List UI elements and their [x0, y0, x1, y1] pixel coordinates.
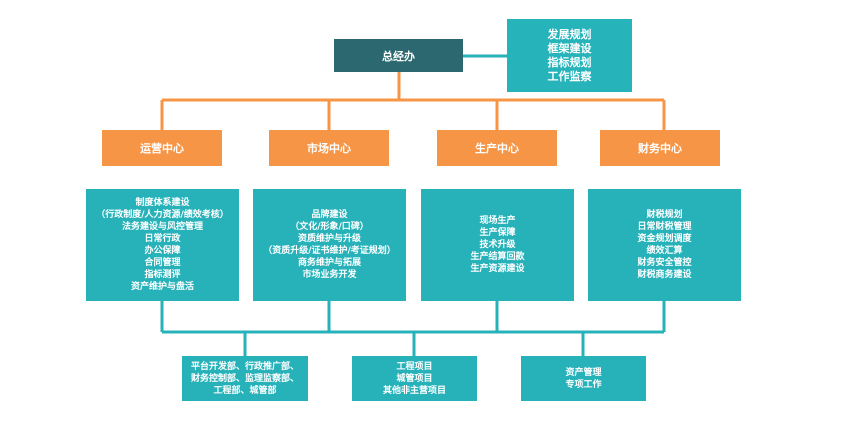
side-item: 发展规划: [547, 27, 592, 41]
bottom-item: 工程部、城管部: [213, 385, 277, 396]
detail-box-market: 品牌建设 （文化/形象/口碑） 资质维护与升级 （资质升级/证书维护/考证规划）…: [253, 189, 406, 301]
detail-item: （文化/形象/口碑）: [290, 222, 369, 232]
detail-item: 资产维护与盘活: [130, 282, 194, 292]
center-node-production: 生产中心: [437, 130, 557, 166]
center-node-finance: 财务中心: [600, 130, 720, 166]
detail-item: 技术升级: [479, 240, 516, 250]
detail-item: 生产资源建设: [470, 264, 525, 274]
detail-item: 法务建设与风控管理: [121, 222, 203, 232]
side-item: 工作监察: [547, 69, 592, 83]
bottom-box-projects: 工程项目 城管项目 其他非主营项目: [352, 356, 477, 401]
side-item: 框架建设: [547, 41, 592, 55]
detail-item: 日常行政: [144, 234, 181, 244]
side-note-box: 发展规划 框架建设 指标规划 工作监察: [507, 19, 632, 92]
detail-item: 财税商务建设: [637, 270, 692, 280]
detail-item: 商务维护与拓展: [297, 258, 361, 268]
bottom-item: 其他非主营项目: [382, 385, 446, 396]
bottom-box-assets: 资产管理 专项工作: [521, 356, 646, 401]
detail-item: 办公保障: [144, 246, 181, 256]
bottom-item: 资产管理: [565, 367, 602, 378]
detail-item: 品牌建设: [311, 210, 348, 220]
bottom-item: 平台开发部、行政推广部、: [190, 361, 299, 372]
detail-item: 现场生产: [479, 216, 516, 226]
bottom-item: 财务控制部、监理监察部、: [190, 373, 299, 384]
center-label: 生产中心: [475, 142, 519, 155]
detail-item: 日常财税管理: [637, 222, 692, 232]
center-label: 运营中心: [140, 142, 184, 155]
root-node: 总经办: [334, 39, 463, 72]
center-node-market: 市场中心: [269, 130, 389, 166]
detail-item: 生产结算回款: [470, 252, 525, 262]
detail-item: 指标测评: [144, 270, 181, 280]
center-label: 财务中心: [638, 142, 682, 155]
detail-box-finance: 财税规划 日常财税管理 资金规划调度 绩效汇算 财务安全管控 财税商务建设: [588, 189, 741, 301]
detail-box-production: 现场生产 生产保障 技术升级 生产结算回款 生产资源建设: [421, 189, 574, 301]
detail-item: 财务安全管控: [637, 258, 692, 268]
detail-item: 财税规划: [646, 210, 683, 220]
detail-item: 资质维护与升级: [297, 234, 361, 244]
center-node-operations: 运营中心: [102, 130, 222, 166]
detail-item: （行政制度/人力资源/绩效考核）: [96, 210, 229, 220]
detail-item: 绩效汇算: [646, 246, 683, 256]
detail-item: 市场业务开发: [302, 270, 357, 280]
detail-item: 合同管理: [144, 258, 181, 268]
bottom-box-departments: 平台开发部、行政推广部、 财务控制部、监理监察部、 工程部、城管部: [182, 356, 308, 401]
detail-item: 生产保障: [479, 228, 516, 238]
detail-item: 资金规划调度: [637, 234, 692, 244]
bottom-item: 城管项目: [396, 373, 433, 384]
root-label: 总经办: [382, 49, 415, 63]
detail-box-operations: 制度体系建设 （行政制度/人力资源/绩效考核） 法务建设与风控管理 日常行政 办…: [86, 189, 239, 301]
side-item: 指标规划: [547, 55, 592, 69]
center-label: 市场中心: [307, 142, 351, 155]
bottom-item: 工程项目: [396, 361, 433, 372]
detail-item: （资质升级/证书维护/考证规划）: [263, 246, 396, 256]
detail-item: 制度体系建设: [135, 198, 190, 208]
bottom-item: 专项工作: [565, 379, 602, 390]
